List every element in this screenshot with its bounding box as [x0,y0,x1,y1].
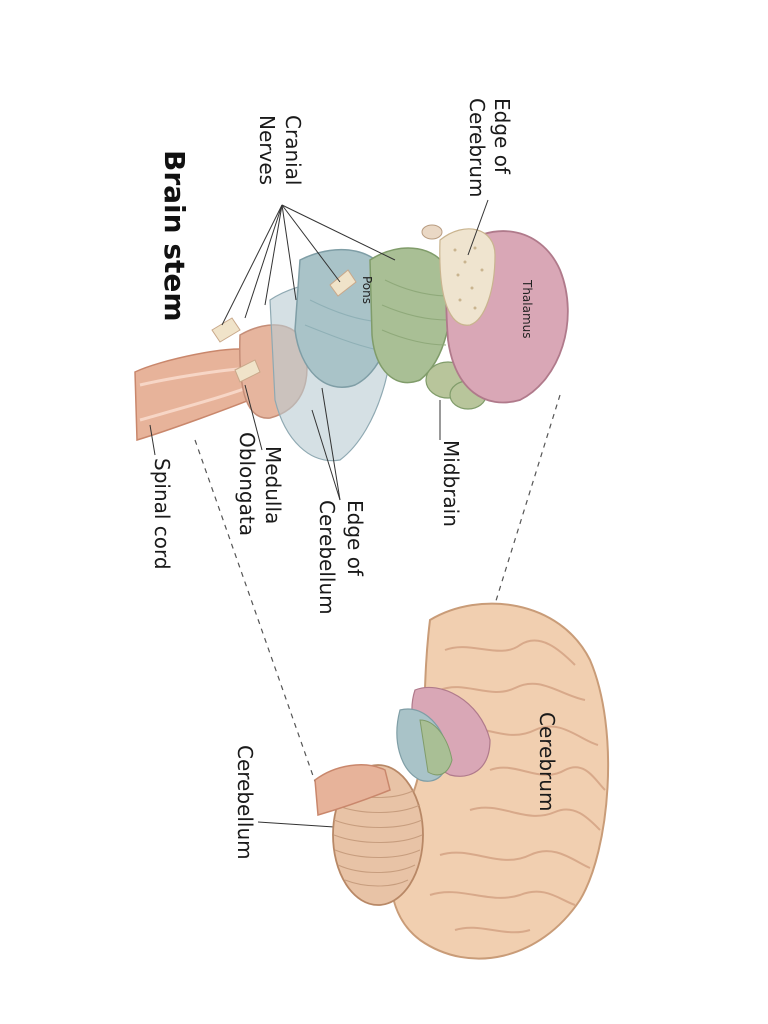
label-edge-of-cerebrum-line1: Edge of [490,98,514,175]
diagram-title: Brain stem [158,150,191,322]
label-cerebrum: Cerebrum [535,712,559,811]
label-spinal-cord: Spinal cord [150,458,174,570]
label-pons: Pons [360,276,374,304]
title-group: Brain stem [158,150,191,322]
edge-of-cerebrum-shape [439,228,496,326]
whole-brain-illustration [314,602,610,960]
label-midbrain: Midbrain [439,440,463,527]
cranial-nerves-pointers [221,204,396,326]
label-edge-of-cerebellum-line2: Cerebellum [315,500,339,615]
label-edge-of-cerebrum-line2: Cerebrum [465,98,489,197]
zoom-lines [194,394,561,791]
label-cranial-nerves-line1: Cranial [281,115,305,186]
brainstem-illustration [134,224,569,462]
label-cerebellum: Cerebellum [233,745,257,860]
label-medulla-line2: Oblongata [235,432,259,536]
label-thalamus: Thalamus [520,279,534,339]
label-cranial-nerves-line2: Nerves [255,115,279,185]
label-edge-of-cerebellum-line1: Edge of [343,500,367,577]
label-medulla-line1: Medulla [261,446,285,524]
